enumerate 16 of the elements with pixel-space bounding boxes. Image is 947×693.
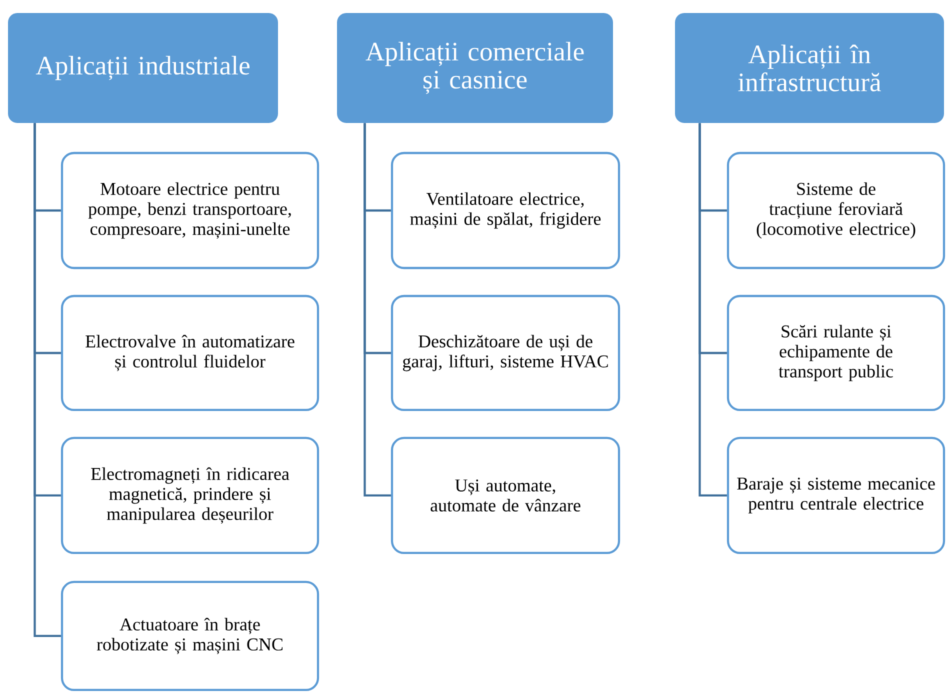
connector-line [34, 123, 61, 638]
application-box: Scări rulante și echipamente de transport public [726, 294, 946, 412]
application-box: Deschizătoare de uși de garaj, lifturi, sisteme HVAC [390, 294, 620, 412]
category-header: Aplicații în infrastructură [675, 13, 944, 123]
application-box: Ventilatoare electrice, mașini de spălat, frigidere [390, 152, 620, 270]
application-box: Motoare electrice pentru pompe, benzi transportoare, compresoare, mașini-unelte [60, 152, 320, 270]
application-box: Baraje și sisteme mecanice pentru centrale electrice [726, 436, 946, 554]
application-box: Uși automate, automate de vânzare [390, 436, 620, 554]
connector-line [364, 123, 391, 497]
application-box: Actuatoare în brațe robotizate și mașini CNC [60, 580, 320, 692]
application-box: Electrovalve în automatizare și controlul fluidelor [60, 294, 320, 412]
connector-line [698, 123, 727, 497]
category-header: Aplicații comerciale și casnice [337, 13, 613, 123]
application-box: Sisteme de tracțiune feroviară (locomotive electrice) [726, 152, 946, 270]
application-box: Electromagneți în ridicarea magnetică, prindere și manipularea deșeurilor [60, 436, 320, 554]
category-header: Aplicații industriale [8, 13, 278, 123]
